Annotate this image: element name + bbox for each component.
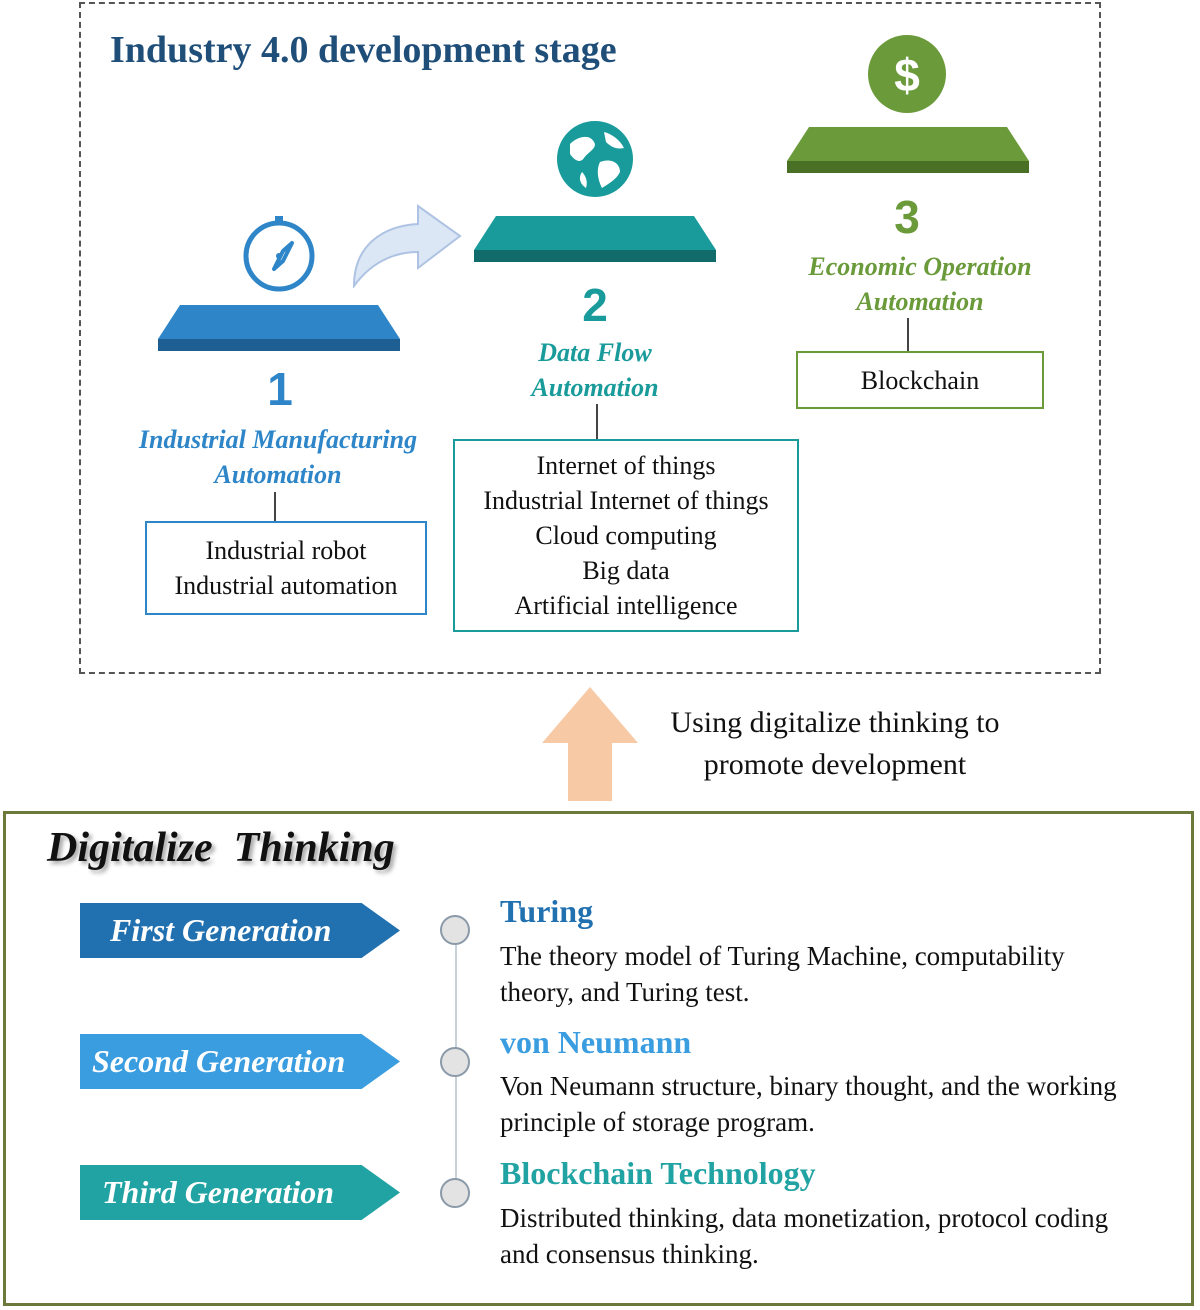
stage-2-name: Data Flow Automation bbox=[445, 335, 745, 405]
generation-1-description: The theory model of Turing Machine, comp… bbox=[500, 941, 1065, 1007]
stage-3-name-line2: Automation bbox=[856, 287, 984, 316]
generation-2-description: Von Neumann structure, binary thought, a… bbox=[500, 1071, 1117, 1137]
generation-3-description: Distributed thinking, data monetization,… bbox=[500, 1203, 1109, 1269]
up-arrow bbox=[542, 687, 638, 801]
generation-3-heading: Blockchain Technology bbox=[500, 1155, 816, 1191]
dollar-icon: $ bbox=[868, 35, 946, 113]
tech-item: Cloud computing bbox=[535, 521, 717, 550]
timeline-dot bbox=[440, 1178, 470, 1208]
tech-item: Internet of things bbox=[536, 451, 716, 480]
tech-item: Artificial intelligence bbox=[514, 591, 738, 620]
tech-item: Industrial Internet of things bbox=[483, 486, 769, 515]
panel-title: Digitalize Thinking bbox=[47, 825, 395, 871]
stage-2-name-line2: Automation bbox=[531, 373, 659, 402]
globe-icon bbox=[557, 121, 633, 197]
caption-line2: promote development bbox=[703, 748, 967, 781]
stage-1-name-line1: Industrial Manufacturing bbox=[138, 425, 418, 454]
stage-1-platform bbox=[158, 305, 400, 351]
stage-3-name-line1: Economic Operation bbox=[808, 252, 1032, 281]
tech-item: Industrial robot bbox=[205, 536, 367, 565]
generation-3-label: Third Generation bbox=[80, 1165, 400, 1220]
timeline-dot bbox=[440, 915, 470, 945]
tech-item: Blockchain bbox=[860, 365, 980, 395]
stage-2-name-line1: Data Flow bbox=[538, 338, 652, 367]
tech-item: Big data bbox=[582, 556, 670, 585]
stage-1-name-line2: Automation bbox=[214, 460, 342, 489]
stage-1-name: Industrial Manufacturing Automation bbox=[100, 422, 456, 492]
stage-3-connector bbox=[907, 318, 909, 352]
stage-2-tech-box: Internet of things Industrial Internet o… bbox=[453, 439, 799, 632]
stage-2-platform bbox=[474, 216, 716, 262]
stage-1-number: 1 bbox=[267, 363, 293, 415]
timeline-dot bbox=[440, 1047, 470, 1077]
stage-3-number: 3 bbox=[894, 191, 920, 243]
stage-1-tech-box: Industrial robot Industrial automation bbox=[145, 521, 427, 615]
generation-2-heading: von Neumann bbox=[500, 1024, 692, 1060]
generation-1-label: First Generation bbox=[80, 903, 400, 958]
compass-icon bbox=[243, 216, 315, 292]
generation-1-heading: Turing bbox=[500, 893, 594, 929]
tech-item: Industrial automation bbox=[174, 571, 398, 600]
stage-2-number: 2 bbox=[582, 279, 608, 331]
stage-3-platform bbox=[787, 127, 1029, 173]
development-caption: Using digitalize thinking to promote dev… bbox=[640, 702, 1030, 786]
stage-3-name: Economic Operation Automation bbox=[760, 249, 1080, 319]
stage-2-connector bbox=[596, 404, 598, 440]
generation-2-label: Second Generation bbox=[80, 1034, 400, 1089]
progress-arrow bbox=[352, 204, 462, 288]
stage-3-tech-box: Blockchain bbox=[796, 351, 1044, 409]
svg-text:$: $ bbox=[894, 49, 920, 101]
stage-1-connector bbox=[274, 492, 276, 522]
panel-title: Industry 4.0 development stage bbox=[110, 29, 617, 71]
digitalize-thinking-panel bbox=[3, 811, 1194, 1306]
caption-line1: Using digitalize thinking to bbox=[670, 706, 1000, 739]
industry-stage-panel bbox=[79, 2, 1101, 674]
